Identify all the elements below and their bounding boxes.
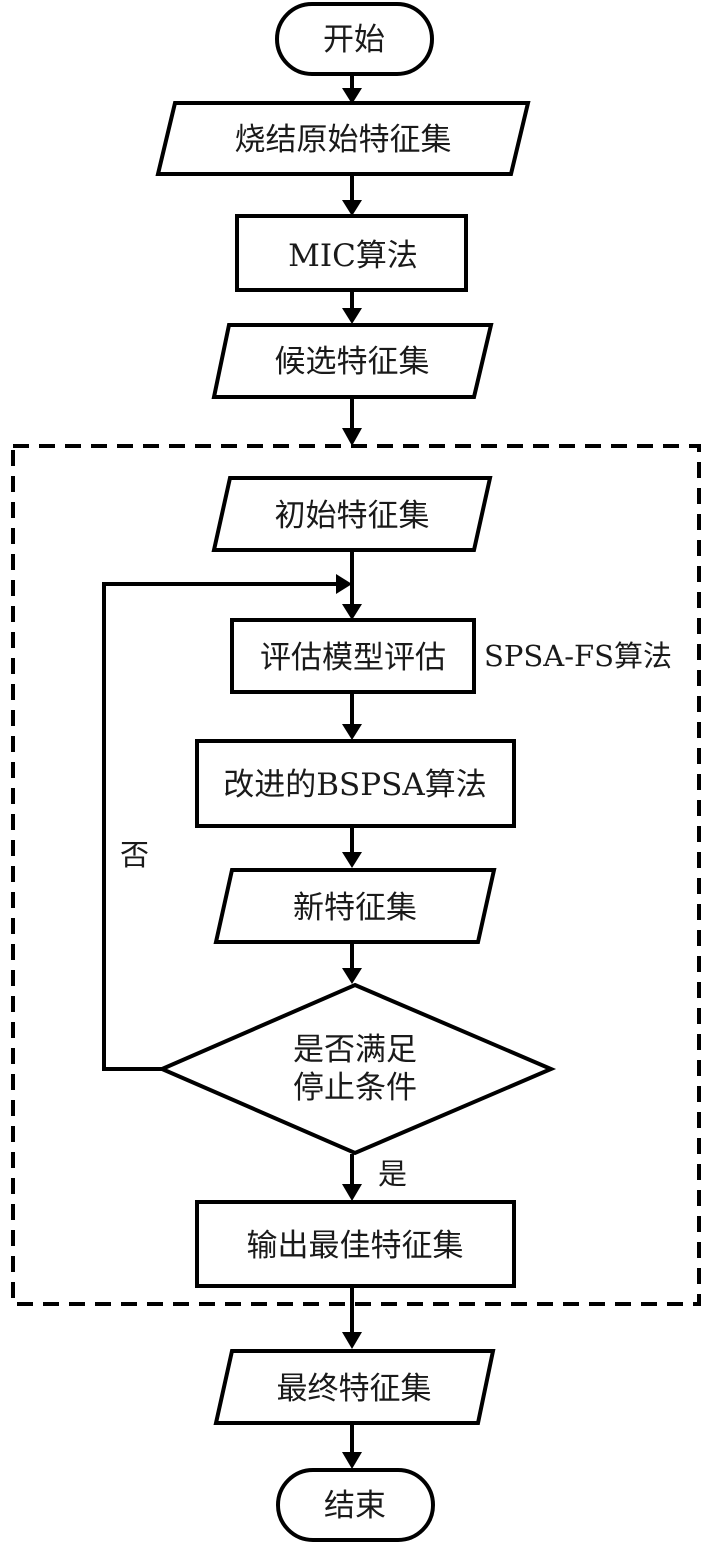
arrowhead bbox=[342, 88, 362, 104]
node-final: 最终特征集 bbox=[213, 1349, 496, 1425]
raw-features-label: 烧结原始特征集 bbox=[235, 122, 452, 158]
arrowhead bbox=[342, 1452, 362, 1469]
bspsa-label: 改进的BSPSA算法 bbox=[223, 767, 487, 803]
node-end: 结束 bbox=[276, 1468, 435, 1542]
node-candidate: 候选特征集 bbox=[211, 323, 494, 399]
node-output-best: 输出最佳特征集 bbox=[195, 1200, 516, 1288]
node-start: 开始 bbox=[275, 2, 434, 76]
candidate-label: 候选特征集 bbox=[275, 344, 430, 380]
node-decision: 是否满足 停止条件 bbox=[156, 982, 557, 1156]
terminator-shape bbox=[276, 1468, 435, 1542]
mic-label: MIC算法 bbox=[288, 238, 418, 274]
process-shape bbox=[235, 214, 468, 292]
node-mic: MIC算法 bbox=[235, 214, 468, 292]
node-bspsa: 改进的BSPSA算法 bbox=[195, 739, 516, 828]
arrowhead bbox=[342, 308, 362, 324]
new-set-label: 新特征集 bbox=[293, 890, 417, 926]
arrowhead bbox=[342, 852, 362, 868]
end-label: 结束 bbox=[324, 1488, 386, 1524]
node-raw-features: 烧结原始特征集 bbox=[155, 101, 531, 176]
decision-label-line1: 是否满足 bbox=[293, 1032, 417, 1068]
parallelogram-shape bbox=[213, 1349, 496, 1425]
terminator-shape bbox=[275, 2, 434, 76]
initial-label: 初始特征集 bbox=[275, 498, 430, 534]
process-shape bbox=[195, 739, 516, 828]
process-shape bbox=[195, 1200, 516, 1288]
edge-label-yes: 是 bbox=[378, 1157, 407, 1191]
arrowhead bbox=[342, 604, 362, 620]
arrowhead bbox=[342, 1184, 362, 1201]
evaluate-label: 评估模型评估 bbox=[260, 640, 446, 676]
node-evaluate: 评估模型评估 bbox=[230, 618, 476, 694]
parallelogram-shape bbox=[211, 323, 494, 399]
connectors bbox=[102, 76, 362, 1469]
process-shape bbox=[230, 618, 476, 694]
start-label: 开始 bbox=[323, 22, 385, 58]
group-label: SPSA-FS算法 bbox=[484, 639, 672, 673]
parallelogram-shape bbox=[213, 868, 497, 944]
decision-label-line2: 停止条件 bbox=[293, 1070, 417, 1106]
node-new-set: 新特征集 bbox=[213, 868, 497, 944]
final-label: 最终特征集 bbox=[277, 1371, 432, 1407]
arrowhead bbox=[342, 968, 362, 984]
parallelogram-shape bbox=[155, 101, 531, 176]
parallelogram-shape bbox=[211, 476, 493, 552]
arrowhead bbox=[342, 428, 362, 446]
decision-shape bbox=[156, 982, 557, 1156]
arrowhead bbox=[342, 1332, 362, 1349]
edge-label-no: 否 bbox=[120, 838, 149, 872]
spsa-fs-group-box bbox=[11, 444, 701, 1306]
output-best-label: 输出最佳特征集 bbox=[247, 1228, 464, 1264]
arrowhead bbox=[342, 724, 362, 740]
edge-decision-no-loop bbox=[102, 582, 338, 1071]
node-initial: 初始特征集 bbox=[211, 476, 493, 552]
arrowhead bbox=[336, 574, 352, 594]
arrowhead bbox=[342, 200, 362, 216]
